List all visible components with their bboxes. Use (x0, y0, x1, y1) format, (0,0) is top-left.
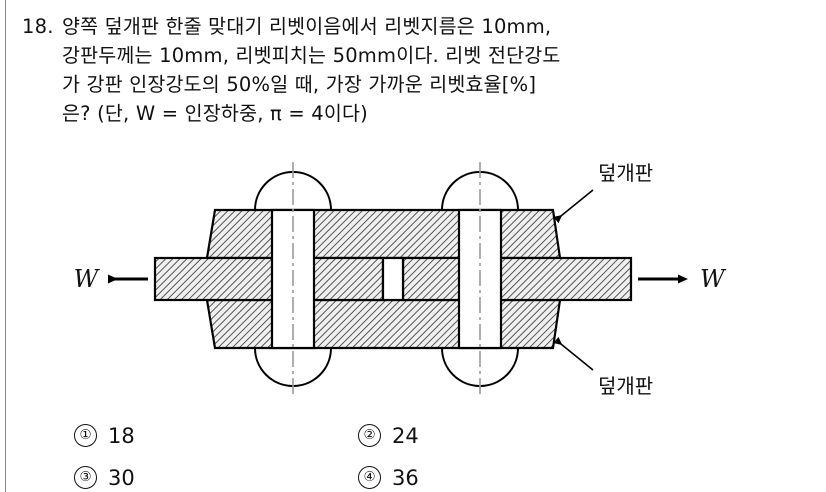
question-line-3: 가 강판 인장강도의 50%일 때, 가장 가까운 리벳효율[%] (22, 70, 812, 99)
question-line-4-text: 은? (단, W = 인장하중, π = 4이다) (62, 102, 368, 125)
answer-choice-4[interactable]: ④ 36 (358, 466, 419, 489)
main-plate-left (153, 256, 385, 302)
choice-value-1: 18 (108, 423, 135, 448)
question-line-4: 은? (단, W = 인장하중, π = 4이다) (22, 99, 812, 128)
load-label-right: W (700, 265, 727, 293)
choice-value-2: 24 (392, 423, 419, 448)
question-block: 18. 양쪽 덮개판 한줄 맞대기 리벳이음에서 리벳지름은 10mm, 강판두… (22, 12, 812, 128)
choice-value-4: 36 (392, 465, 419, 490)
butt-joint-gap (381, 256, 405, 302)
choice-marker-3: ③ (74, 466, 97, 489)
choice-value-3: 30 (108, 465, 135, 490)
main-plate-right (401, 256, 633, 302)
centerline-group (292, 162, 481, 398)
choice-marker-2: ② (358, 424, 381, 447)
answer-choices: ① 18 ② 24 ③ 30 ④ 36 (0, 412, 826, 492)
callout-label-top: 덮개판 (598, 161, 653, 185)
question-line-2: 강판두께는 10mm, 리벳피치는 50mm이다. 리벳 전단강도 (22, 41, 812, 70)
page-left-rule (5, 0, 6, 492)
answer-choice-3[interactable]: ③ 30 (74, 466, 135, 489)
answer-choice-2[interactable]: ② 24 (358, 424, 419, 447)
answer-choice-1[interactable]: ① 18 (74, 424, 135, 447)
cover-plate-upper (205, 208, 562, 260)
choice-marker-4: ④ (358, 466, 381, 489)
question-number: 18. (22, 15, 54, 38)
load-label-left: W (74, 265, 101, 293)
cover-plate-lower (205, 298, 562, 350)
callout-leader-bottom (553, 336, 594, 371)
question-line-3-text: 가 강판 인장강도의 50%일 때, 가장 가까운 리벳효율[%] (62, 73, 537, 96)
question-line-2-text: 강판두께는 10mm, 리벳피치는 50mm이다. 리벳 전단강도 (62, 44, 561, 67)
question-line-1: 18. 양쪽 덮개판 한줄 맞대기 리벳이음에서 리벳지름은 10mm, (22, 12, 812, 41)
rivet-joint-diagram: W W 덮개판 덮개판 (0, 148, 826, 410)
question-line-1-text: 양쪽 덮개판 한줄 맞대기 리벳이음에서 리벳지름은 10mm, (62, 15, 552, 38)
callout-label-bottom: 덮개판 (598, 374, 653, 398)
choice-marker-1: ① (74, 424, 97, 447)
callout-leader-top (553, 189, 594, 224)
